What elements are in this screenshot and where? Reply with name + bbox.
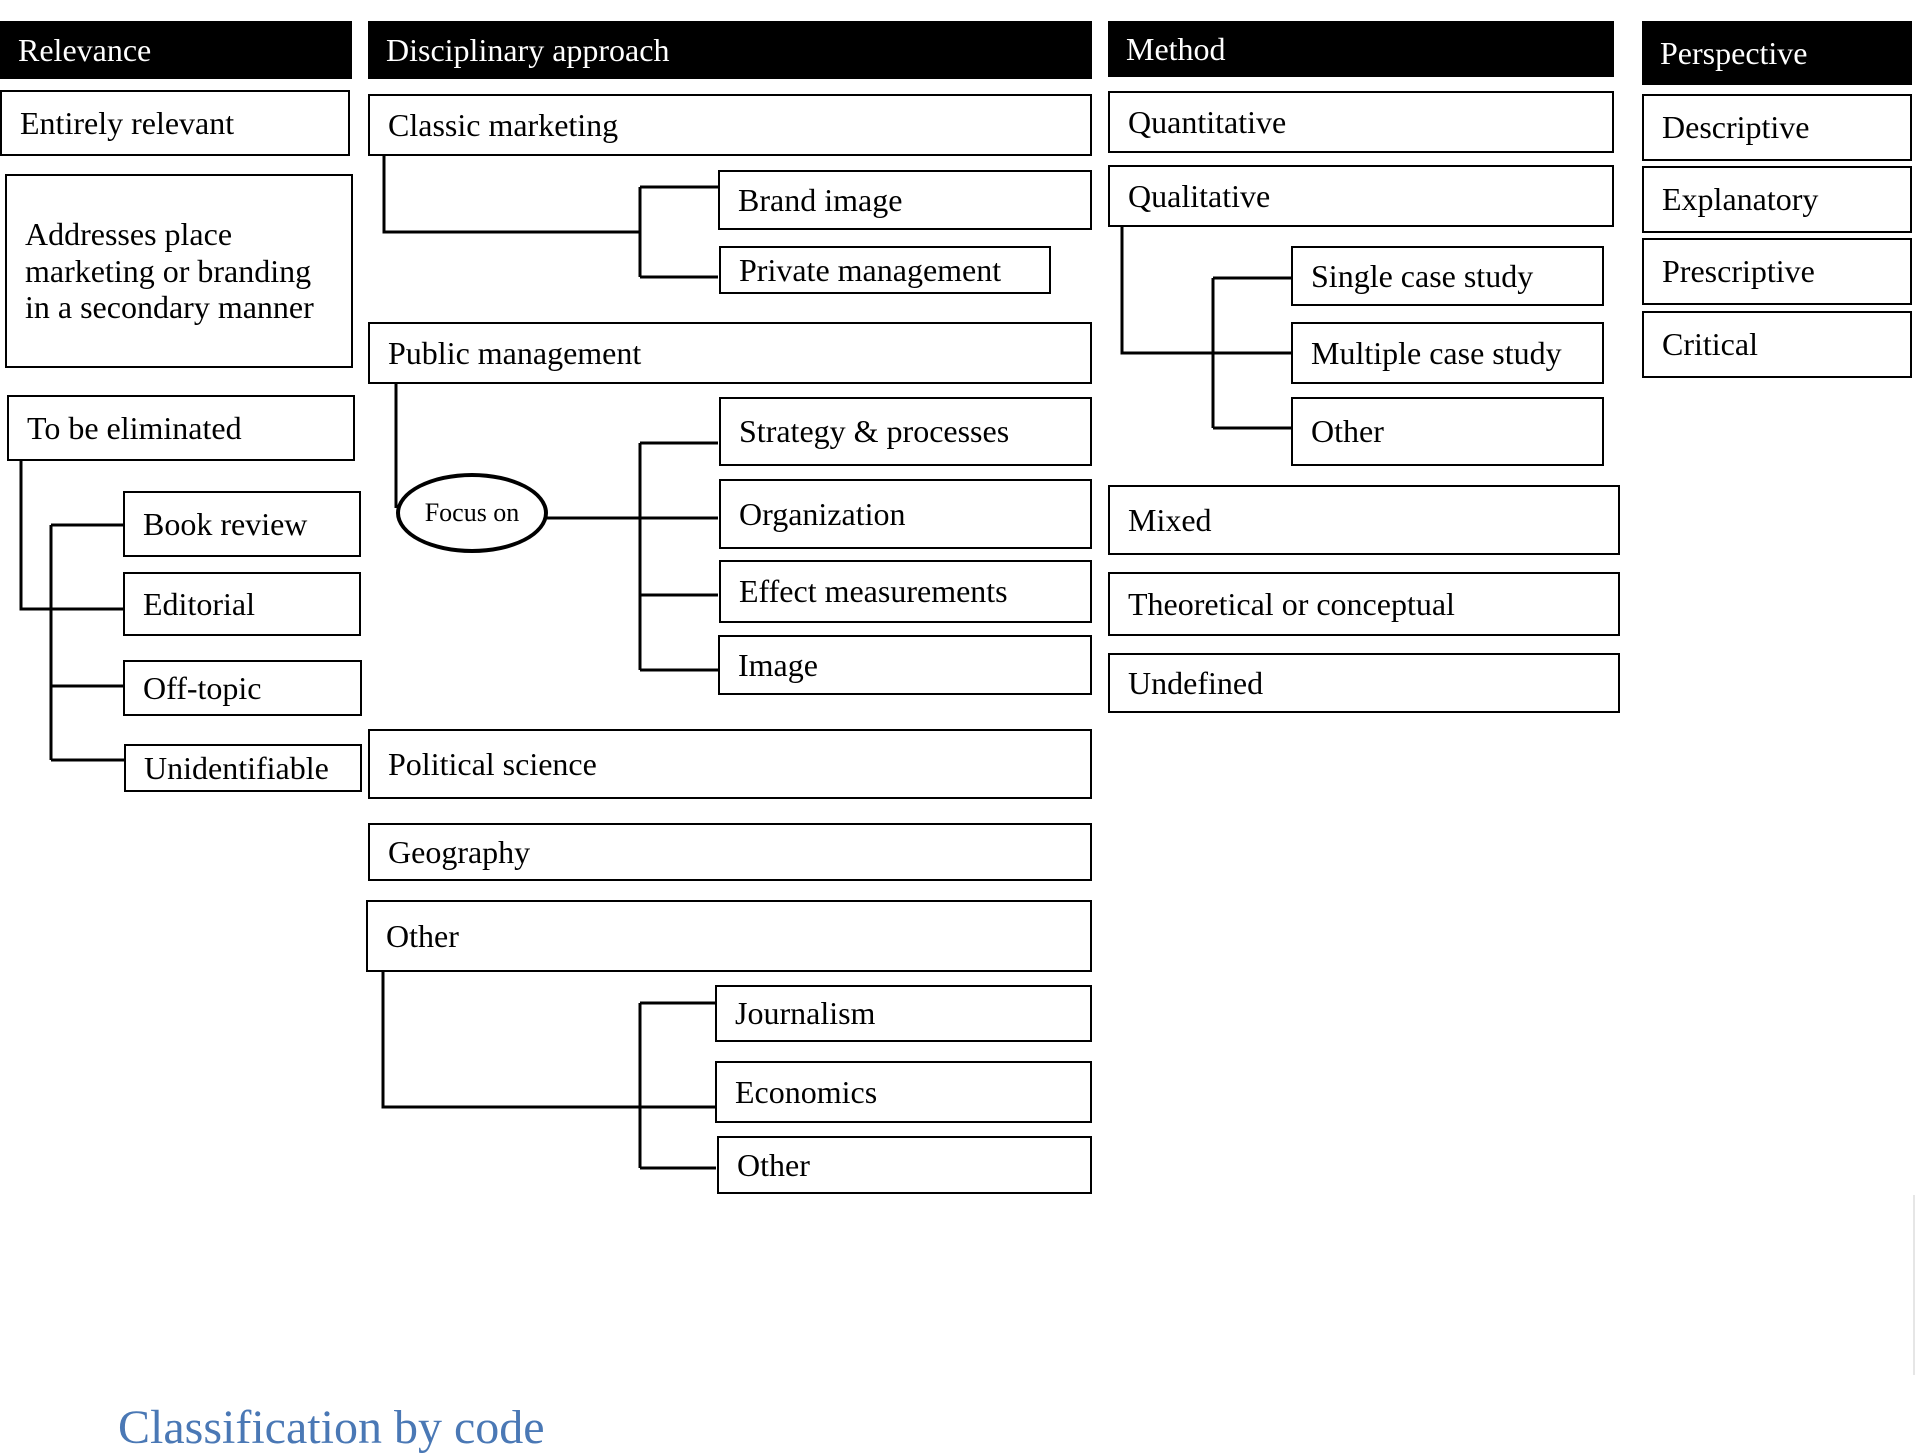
- figure-caption: Classification by code: [118, 1401, 545, 1454]
- relevance-to-be-eliminated: To be eliminated: [7, 395, 355, 461]
- eliminated-off-topic: Off-topic: [123, 660, 362, 716]
- public-effect-measurements: Effect measurements: [719, 560, 1092, 623]
- disciplinary-geography: Geography: [368, 823, 1092, 881]
- relevance-secondary-manner: Addresses place marketing or branding in…: [5, 174, 353, 368]
- method-mixed: Mixed: [1108, 485, 1620, 555]
- classic-brand-image: Brand image: [718, 170, 1092, 230]
- perspective-explanatory: Explanatory: [1642, 166, 1912, 233]
- method-qualitative: Qualitative: [1108, 165, 1614, 227]
- other-economics: Economics: [715, 1061, 1092, 1123]
- connector-other-trunk: [381, 972, 640, 1109]
- eliminated-book-review: Book review: [123, 491, 361, 557]
- header-method: Method: [1108, 21, 1614, 77]
- qualitative-single-case-study: Single case study: [1291, 246, 1604, 306]
- method-quantitative: Quantitative: [1108, 91, 1614, 153]
- page-edge-line: [1913, 1195, 1915, 1375]
- perspective-descriptive: Descriptive: [1642, 94, 1912, 161]
- connector-lines: [19, 154, 1292, 1170]
- qualitative-multiple-case-study: Multiple case study: [1291, 322, 1604, 384]
- qualitative-other: Other: [1291, 397, 1604, 466]
- header-relevance: Relevance: [0, 21, 352, 79]
- public-image: Image: [718, 635, 1092, 695]
- header-disciplinary-approach: Disciplinary approach: [368, 21, 1092, 79]
- other-journalism: Journalism: [715, 985, 1092, 1042]
- connector-qualitative-trunk: [1120, 225, 1213, 355]
- other-other: Other: [717, 1136, 1092, 1194]
- public-strategy-processes: Strategy & processes: [719, 397, 1092, 466]
- perspective-critical: Critical: [1642, 311, 1912, 378]
- disciplinary-other: Other: [366, 900, 1092, 972]
- classic-private-management: Private management: [719, 246, 1051, 294]
- connector-eliminated-trunk: [19, 460, 126, 611]
- focus-on-ellipse: Focus on: [396, 473, 548, 553]
- perspective-prescriptive: Prescriptive: [1642, 238, 1912, 305]
- header-perspective: Perspective: [1642, 21, 1912, 85]
- disciplinary-political-science: Political science: [368, 729, 1092, 799]
- eliminated-editorial: Editorial: [123, 572, 361, 636]
- disciplinary-public-management: Public management: [368, 322, 1092, 384]
- public-organization: Organization: [719, 479, 1092, 549]
- eliminated-unidentifiable: Unidentifiable: [124, 744, 362, 792]
- method-undefined: Undefined: [1108, 653, 1620, 713]
- disciplinary-classic-marketing: Classic marketing: [368, 94, 1092, 156]
- connector-classic-trunk: [382, 154, 640, 234]
- relevance-entirely-relevant: Entirely relevant: [0, 90, 350, 156]
- method-theoretical-conceptual: Theoretical or conceptual: [1108, 572, 1620, 636]
